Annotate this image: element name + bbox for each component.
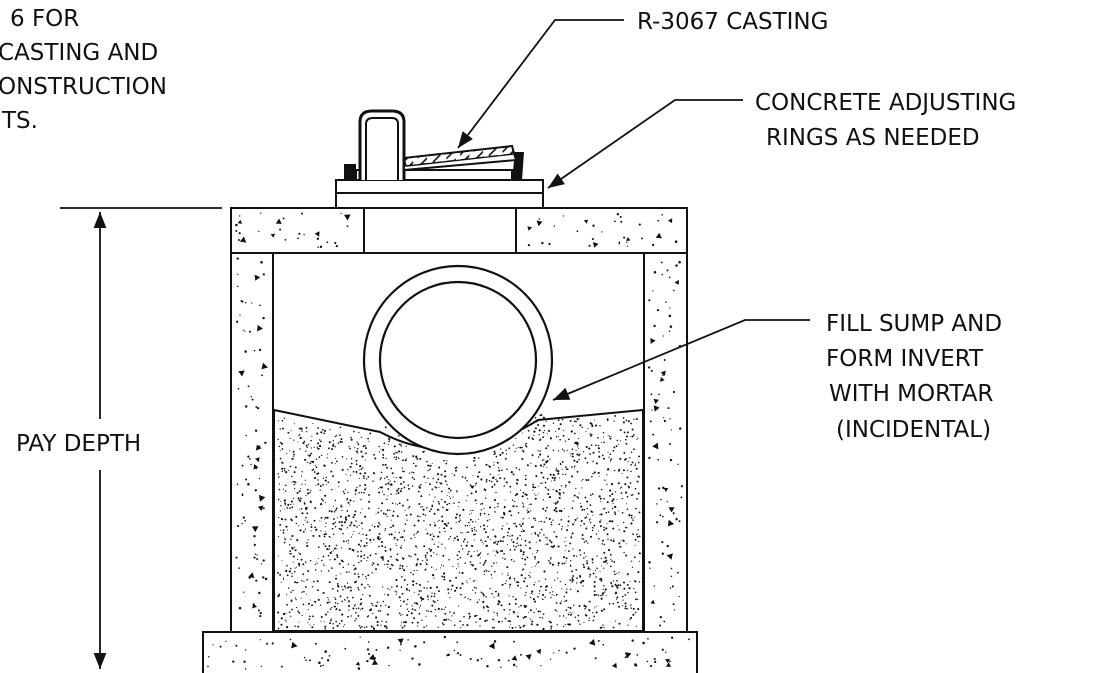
grate-openings [412, 148, 503, 165]
note-line-4: TS. [1, 108, 38, 134]
pay-depth-label: PAY DEPTH [16, 431, 141, 457]
right-wall-concrete-texture [648, 260, 684, 627]
mortar-fill-texture [277, 414, 641, 631]
sump-label-line-3: WITH MORTAR [829, 381, 993, 407]
sump-label-line-4: (INCIDENTAL) [836, 417, 991, 443]
pipe [362, 264, 554, 456]
adjusting-rings-label: CONCRETE ADJUSTING RINGS AS NEEDED [755, 90, 1016, 151]
top-slab [230, 207, 688, 254]
right-wall [643, 252, 688, 633]
left-wall-concrete-texture [235, 257, 268, 618]
general-note: 6 FOR CASTING AND ONSTRUCTION TS. [0, 6, 167, 134]
base-slab [202, 631, 698, 673]
r3067-casting [344, 109, 524, 181]
pay-depth-dimension [60, 207, 222, 669]
adjusting-rings [335, 179, 544, 209]
sump-label-line-2: FORM INVERT [826, 346, 984, 372]
note-line-2: CASTING AND [0, 40, 158, 66]
left-wall [230, 252, 274, 633]
base-slab-concrete-texture [207, 635, 690, 670]
rings-label-line-2: RINGS AS NEEDED [766, 125, 980, 151]
top-slab-concrete-texture [235, 212, 678, 249]
note-line-1: 6 FOR [10, 6, 79, 32]
leader-lines [457, 19, 810, 401]
note-line-3: ONSTRUCTION [0, 74, 167, 100]
sump-label-line-1: FILL SUMP AND [826, 311, 1002, 337]
rings-label-line-1: CONCRETE ADJUSTING [755, 90, 1016, 116]
casting-label: R-3067 CASTING [637, 9, 828, 35]
fill-sump-label: FILL SUMP AND FORM INVERT WITH MORTAR (I… [826, 311, 1002, 443]
